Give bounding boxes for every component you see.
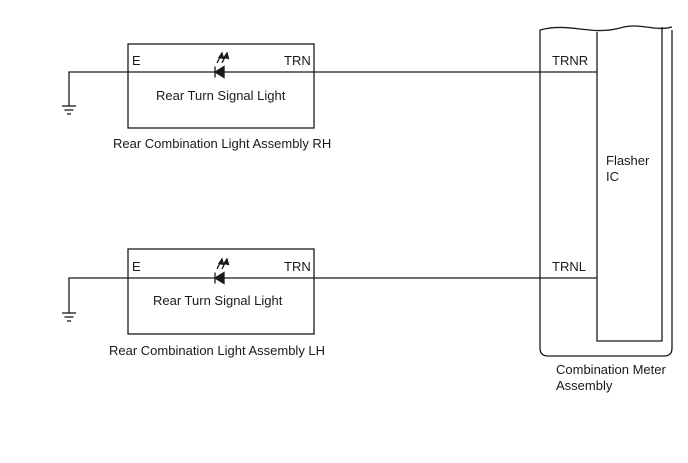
combination-meter-outline [539,30,673,357]
rh-assembly-box [127,43,315,129]
meter-pin-rh-label: TRNR [552,53,589,68]
rh-ground-symbol [62,71,128,115]
lh-component-label: Rear Turn Signal Light [153,293,283,308]
lh-led-icon [128,257,314,285]
lh-ground-symbol [62,277,128,322]
rh-led-icon [128,51,314,79]
lh-signal-pin-label: TRN [284,259,311,274]
meter-pin-lh-label: TRNL [552,259,586,274]
rh-ground-pin-label: E [132,53,141,68]
combination-meter-break-line [539,25,673,32]
rh-component-label: Rear Turn Signal Light [156,88,286,103]
rh-signal-pin-label: TRN [284,53,311,68]
flasher-ic-label: Flasher IC [606,153,650,184]
lh-assembly-box [127,248,315,335]
lh-ground-pin-label: E [132,259,141,274]
lh-assembly-name: Rear Combination Light Assembly LH [109,343,326,358]
flasher-ic-box [596,27,663,342]
rh-assembly-name: Rear Combination Light Assembly RH [113,136,332,151]
combination-meter-name: Combination Meter Assembly [556,362,666,393]
